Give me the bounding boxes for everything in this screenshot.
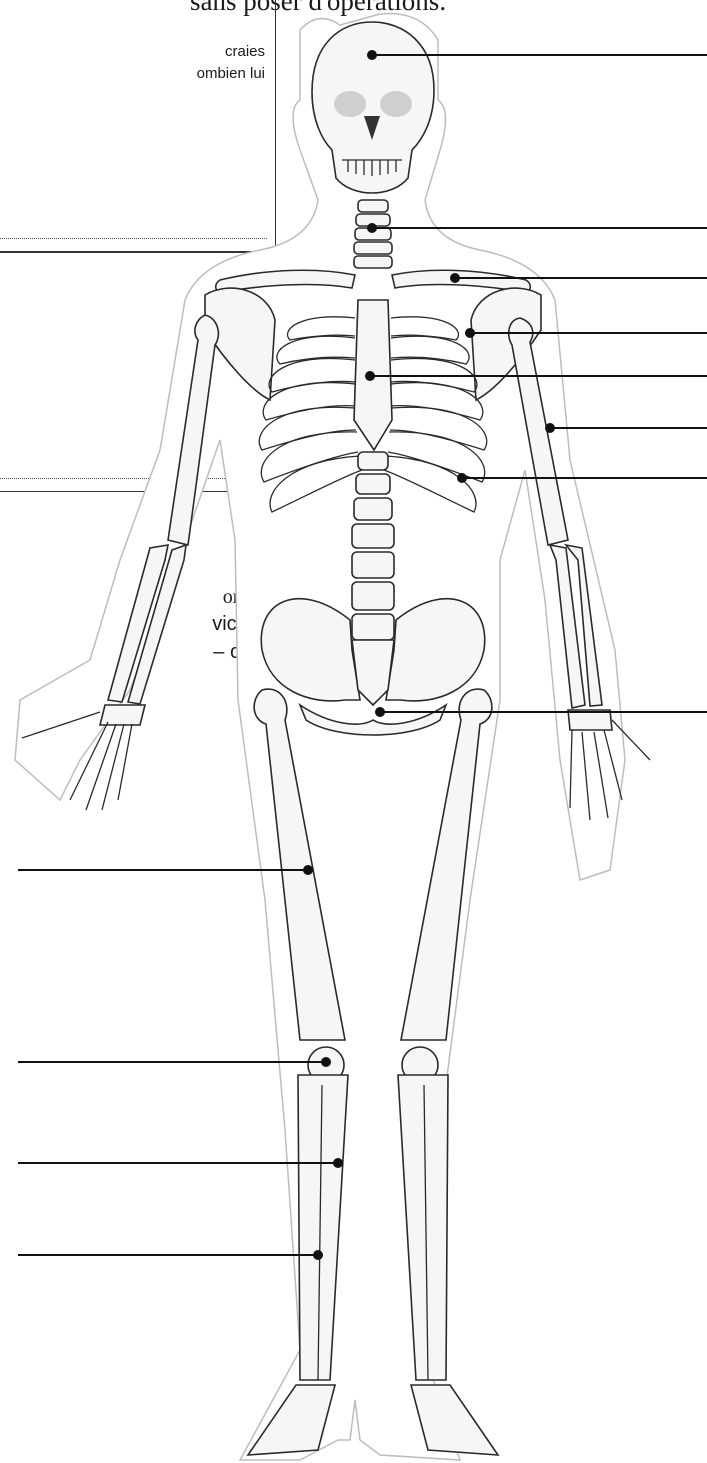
cervical-vertebrae	[354, 200, 392, 268]
